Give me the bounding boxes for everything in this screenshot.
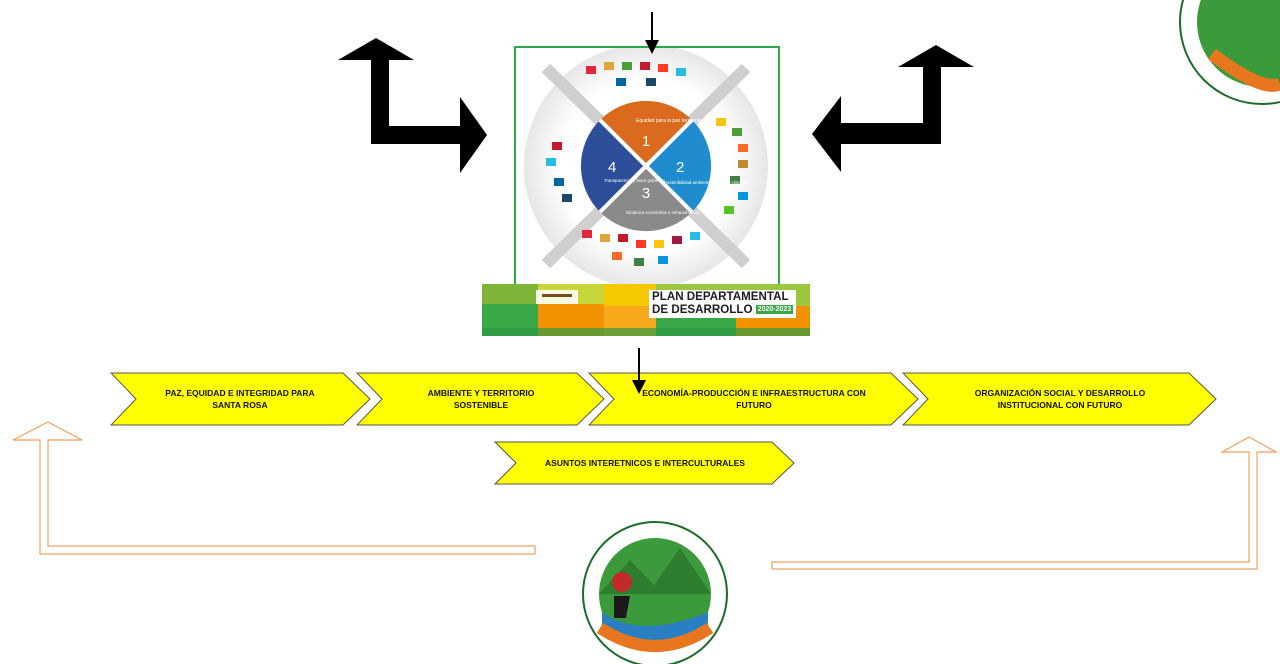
elbow-arrow-left — [338, 38, 487, 173]
strategic-line-label: PAZ, EQUIDAD E INTEGRIDAD PARA SANTA ROS… — [165, 387, 315, 410]
ods-wheel-frame: 1 Equidad para la paz territorial 2 Sost… — [514, 44, 780, 290]
strategic-line-label: AMBIENTE Y TERRITORIO SOSTENIBLE — [427, 387, 535, 410]
strategic-line-label: ECONOMÍA-PRODUCCIÓN E INFRAESTRUCTURA CO… — [642, 387, 866, 410]
wheel-center — [580, 100, 712, 232]
alcaldia-logo-partial — [1179, 0, 1280, 105]
chevron-shape — [356, 372, 605, 426]
segment-4-number: 4 — [608, 159, 616, 176]
outline-arrow-left — [12, 421, 536, 555]
segment-2-label: Sostenibilidad ambiental y cambio climát… — [664, 180, 749, 185]
sdg-icons-top — [586, 62, 686, 86]
sdg-icons-left — [546, 142, 572, 202]
segment-3-label: Dinámica económica e infraestructura — [626, 210, 700, 215]
banner-title: PLAN DEPARTAMENTAL DE DESARROLLO 2020-20… — [649, 290, 796, 318]
chevron-shape — [588, 372, 919, 426]
strategic-line-interetnicos: ASUNTOS INTERETNICOS E INTERCULTURALES — [494, 441, 796, 485]
strategic-line-paz-equidad: PAZ, EQUIDAD E INTEGRIDAD PARA SANTA ROS… — [110, 372, 372, 426]
strategic-line-organizacion: ORGANIZACIÓN SOCIAL Y DESARROLLO INSTITU… — [902, 372, 1218, 426]
segment-3-number: 3 — [642, 185, 650, 202]
ods-wheel-image: 1 Equidad para la paz territorial 2 Sost… — [524, 44, 768, 288]
elbow-arrow-right — [812, 45, 974, 172]
alcaldia-logo — [575, 514, 735, 664]
segment-2-number: 2 — [676, 159, 684, 176]
banner-title-line1: PLAN DEPARTAMENTAL — [652, 290, 789, 303]
plan-departamental-banner: PLAN DEPARTAMENTAL DE DESARROLLO 2020-20… — [482, 284, 810, 336]
chevron-shape — [902, 372, 1217, 426]
segment-1-label: Equidad para la paz territorial — [636, 118, 701, 124]
strategic-line-label: ASUNTOS INTERETNICOS E INTERCULTURALES — [545, 457, 745, 468]
banner-title-line2: DE DESARROLLO — [652, 303, 753, 316]
strategic-line-ambiente: AMBIENTE Y TERRITORIO SOSTENIBLE — [356, 372, 606, 426]
strategic-line-economia: ECONOMÍA-PRODUCCIÓN E INFRAESTRUCTURA CO… — [588, 372, 920, 426]
sdg-icons-right — [716, 118, 748, 214]
sdg-icons-bottom — [582, 230, 700, 266]
banner-years: 2020-2023 — [755, 305, 794, 315]
strategic-line-label: ORGANIZACIÓN SOCIAL Y DESARROLLO INSTITU… — [974, 387, 1146, 410]
segment-1-number: 1 — [642, 133, 650, 150]
segment-4-label: Transparencia y buen gobierno — [604, 178, 665, 183]
outline-arrow-right — [771, 436, 1279, 570]
